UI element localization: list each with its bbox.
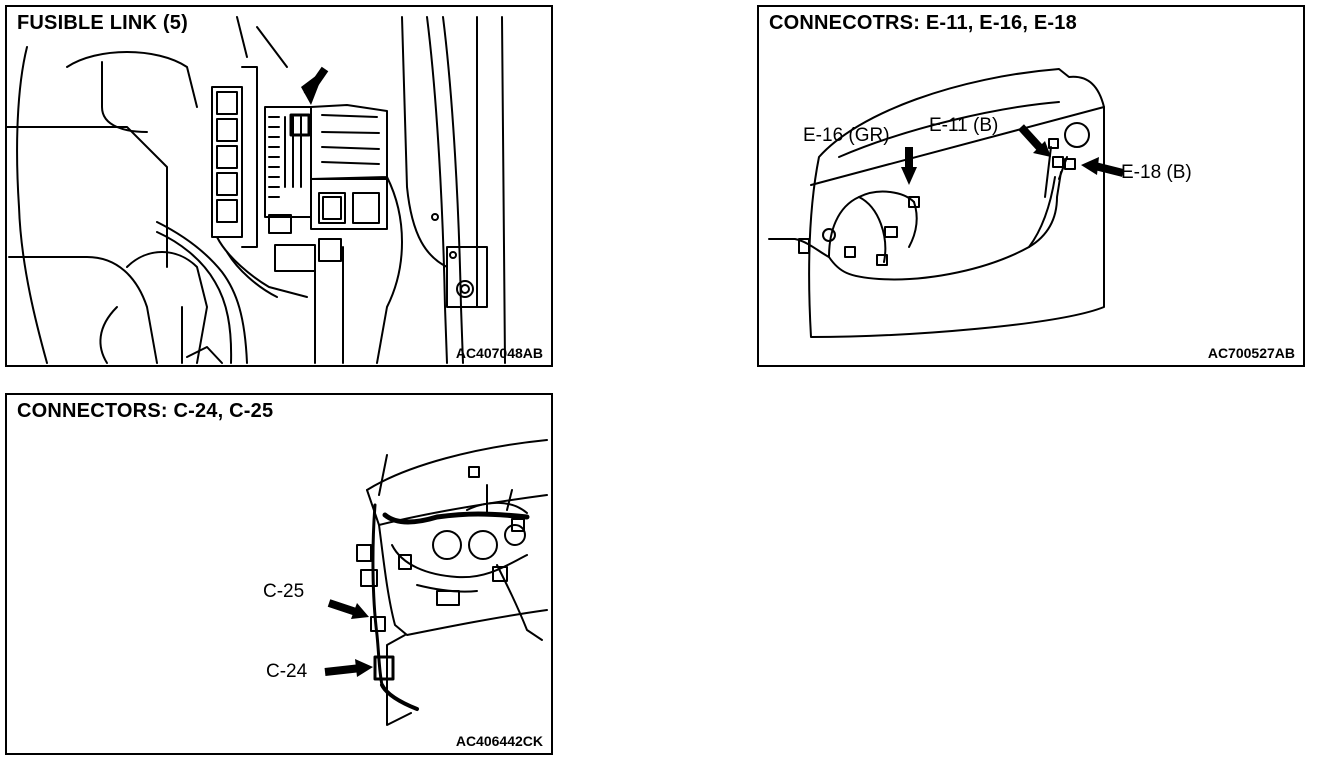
engine-bay-illustration (7, 16, 506, 364)
fusible-link-arrow-icon (301, 66, 329, 105)
connectors-e-title: CONNECOTRS: E-11, E-16, E-18 (767, 12, 1079, 35)
connectors-c-panel: CONNECTORS: C-24, C-25 (5, 393, 553, 755)
c24-label: C-24 (266, 661, 308, 682)
door-harness-illustration (768, 68, 1124, 338)
e16-arrow-icon (901, 147, 917, 185)
fusible-link-reference-code: AC407048AB (455, 345, 543, 361)
c24-arrow-icon (324, 659, 373, 677)
c25-label: C-25 (263, 581, 305, 602)
e11-arrow-icon (1018, 124, 1051, 157)
dashboard-harness-illustration (324, 439, 548, 726)
connectors-e-panel: CONNECOTRS: E-11, E-16, E-18 (757, 5, 1305, 367)
e16-label: E-16 (GR) (803, 125, 890, 146)
e18-arrow-icon (1081, 157, 1124, 177)
e11-label: E-11 (B) (929, 115, 999, 136)
fusible-link-panel: FUSIBLE LINK (5) (5, 5, 553, 367)
e18-label: E-18 (B) (1121, 162, 1192, 183)
connectors-c-title: CONNECTORS: C-24, C-25 (15, 400, 276, 423)
connectors-c-reference-code: AC406442CK (455, 733, 543, 749)
c25-arrow-icon (327, 599, 369, 619)
connectors-e-reference-code: AC700527AB (1207, 345, 1295, 361)
fusible-link-title: FUSIBLE LINK (5) (15, 12, 190, 35)
